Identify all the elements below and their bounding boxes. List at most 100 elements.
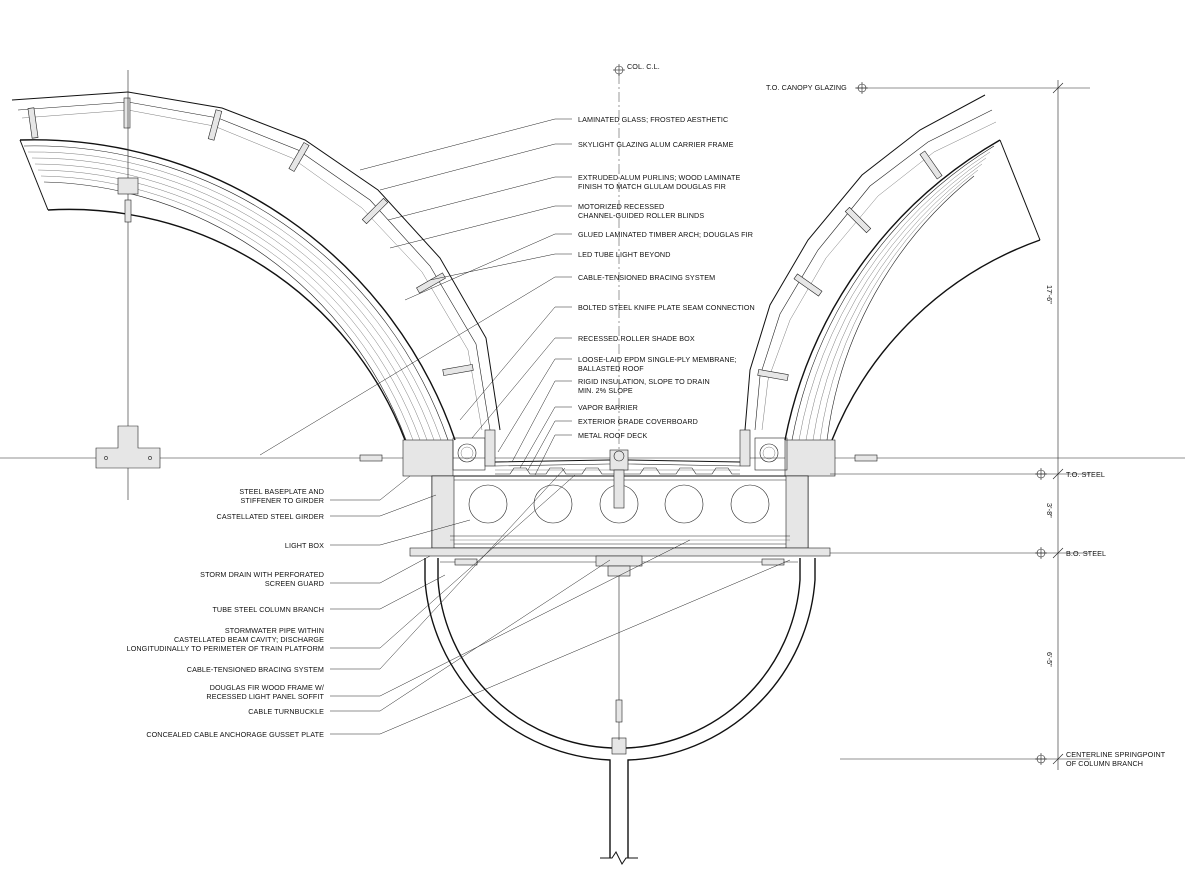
- right-callout-12: VAPOR BARRIER: [519, 403, 638, 469]
- callout-text: CASTELLATED STEEL GIRDER: [217, 512, 324, 521]
- callout-text: BALLASTED ROOF: [578, 364, 644, 373]
- column-centerline: COL. C.L.: [613, 62, 660, 455]
- callout-leader: [330, 467, 566, 670]
- callout-text: LAMINATED GLASS; FROSTED AESTHETIC: [578, 115, 728, 124]
- right-callout-1: LAMINATED GLASS; FROSTED AESTHETIC: [359, 115, 728, 171]
- callout-leader: [534, 434, 572, 476]
- callout-text: VAPOR BARRIER: [578, 403, 638, 412]
- callout-leader: [527, 420, 572, 471]
- callout-leader: [259, 276, 572, 456]
- callout-text: STEEL BASEPLATE AND: [239, 487, 324, 496]
- callout-leader: [379, 143, 572, 191]
- canopy-glazing-marker: T.O. CANOPY GLAZING: [766, 82, 868, 94]
- roof-assembly: [402, 429, 836, 477]
- left-callout-5: TUBE STEEL COLUMN BRANCH: [212, 574, 446, 614]
- callout-leader: [330, 574, 446, 610]
- springpoint-marker: CENTERLINE SPRINGPOINT OF COLUMN BRANCH: [1035, 750, 1166, 768]
- callout-leader: [330, 475, 411, 501]
- callout-text: CASTELLATED BEAM CAVITY; DISCHARGE: [174, 635, 324, 644]
- left-callout-7: CABLE-TENSIONED BRACING SYSTEM: [187, 467, 566, 674]
- callout-text: DOUGLAS FIR WOOD FRAME W/: [210, 683, 324, 692]
- to-canopy-label: T.O. CANOPY GLAZING: [766, 83, 847, 92]
- callout-leader: [429, 253, 572, 281]
- callout-leader: [330, 494, 437, 517]
- right-glazing-frame: [744, 94, 997, 431]
- dim-girder-depth: 3'-8": [1045, 503, 1054, 518]
- callout-leader: [519, 406, 572, 469]
- callout-text: STORMWATER PIPE WITHIN: [225, 626, 324, 635]
- callout-leader: [387, 176, 572, 221]
- castellated-girder: [409, 469, 831, 557]
- right-callout-14: METAL ROOF DECK: [534, 431, 647, 476]
- callout-text: RECESSED ROLLER SHADE BOX: [578, 334, 695, 343]
- callout-text: BOLTED STEEL KNIFE PLATE SEAM CONNECTION: [578, 303, 755, 312]
- callout-text: METAL ROOF DECK: [578, 431, 647, 440]
- callout-text: LIGHT BOX: [285, 541, 324, 550]
- springpoint-label-2: OF COLUMN BRANCH: [1066, 759, 1143, 768]
- callout-text: CABLE-TENSIONED BRACING SYSTEM: [578, 273, 715, 282]
- callout-leader: [330, 559, 611, 712]
- callout-text: STORM DRAIN WITH PERFORATED: [200, 570, 324, 579]
- callout-leader: [404, 233, 572, 301]
- right-callout-8: BOLTED STEEL KNIFE PLATE SEAM CONNECTION: [459, 303, 755, 421]
- callout-leader: [330, 539, 691, 697]
- callout-leader: [389, 205, 572, 249]
- upper-cable-bracing: [0, 70, 1185, 500]
- callout-text: MOTORIZED RECESSED: [578, 202, 664, 211]
- left-callout-8: DOUGLAS FIR WOOD FRAME W/RECESSED LIGHT …: [206, 539, 691, 701]
- col-cl-label: COL. C.L.: [627, 62, 660, 71]
- callout-text: LONGITUDINALLY TO PERIMETER OF TRAIN PLA…: [127, 644, 324, 653]
- right-glulam-arch: [784, 139, 1041, 441]
- left-callout-3: LIGHT BOX: [285, 519, 471, 550]
- callout-leader: [330, 519, 471, 546]
- callout-text: EXTERIOR GRADE COVERBOARD: [578, 417, 698, 426]
- right-callout-2: SKYLIGHT GLAZING ALUM CARRIER FRAME: [379, 140, 734, 191]
- dim-total-height: 17'-6": [1045, 285, 1054, 304]
- callout-leader: [511, 380, 572, 463]
- dim-lower-height: 6'-5": [1045, 652, 1054, 667]
- callout-leader: [330, 559, 791, 735]
- right-callouts: LAMINATED GLASS; FROSTED AESTHETIC SKYLIG…: [259, 115, 755, 476]
- callout-text: EXTRUDED ALUM PURLINS; WOOD LAMINATE: [578, 173, 741, 182]
- right-callout-6: LED TUBE LIGHT BEYOND: [429, 250, 670, 281]
- right-callout-7: CABLE-TENSIONED BRACING SYSTEM: [259, 273, 715, 456]
- callout-text: SKYLIGHT GLAZING ALUM CARRIER FRAME: [578, 140, 734, 149]
- callout-text: TUBE STEEL COLUMN BRANCH: [212, 605, 324, 614]
- callout-text: LOOSE-LAID EPDM SINGLE-PLY MEMBRANE;: [578, 355, 737, 364]
- callout-text: GLUED LAMINATED TIMBER ARCH; DOUGLAS FIR: [578, 230, 753, 239]
- tube-steel-column-branch: [424, 558, 816, 865]
- callout-text: CONCEALED CABLE ANCHORAGE GUSSET PLATE: [146, 730, 324, 739]
- callout-text: SCREEN GUARD: [265, 579, 324, 588]
- lower-cable-bracing: [440, 555, 798, 740]
- right-callout-9: RECESSED ROLLER SHADE BOX: [471, 334, 695, 439]
- left-callout-9: CABLE TURNBUCKLE: [248, 559, 611, 716]
- bo-steel-label: B.O. STEEL: [1066, 549, 1106, 558]
- callout-text: FINISH TO MATCH GLULAM DOUGLAS FIR: [578, 182, 726, 191]
- right-callout-10: LOOSE-LAID EPDM SINGLE-PLY MEMBRANE;BALL…: [497, 355, 737, 453]
- callout-text: RECESSED LIGHT PANEL SOFFIT: [206, 692, 324, 701]
- callout-text: CABLE-TENSIONED BRACING SYSTEM: [187, 665, 324, 674]
- left-callout-2: CASTELLATED STEEL GIRDER: [217, 494, 437, 521]
- left-glulam-arch: [19, 139, 456, 441]
- callout-leader: [459, 306, 572, 421]
- right-callout-3: EXTRUDED ALUM PURLINS; WOOD LAMINATEFINI…: [387, 173, 741, 221]
- callout-leader: [330, 555, 431, 584]
- vertical-dimensions: 17'-6" 3'-8" 6'-5": [830, 80, 1090, 770]
- callout-leader: [359, 118, 572, 171]
- callout-leader: [330, 474, 576, 649]
- right-callout-13: EXTERIOR GRADE COVERBOARD: [527, 417, 698, 471]
- bo-steel-marker: B.O. STEEL: [1035, 547, 1106, 559]
- left-glazing-frame: [11, 91, 501, 431]
- callout-leader: [471, 337, 572, 439]
- to-steel-marker: T.O. STEEL: [1035, 468, 1105, 480]
- elevation-markers: T.O. CANOPY GLAZING T.O. STEEL B.O. STEE…: [766, 82, 1166, 768]
- right-callout-5: GLUED LAMINATED TIMBER ARCH; DOUGLAS FIR: [404, 230, 753, 301]
- callout-text: CABLE TURNBUCKLE: [248, 707, 324, 716]
